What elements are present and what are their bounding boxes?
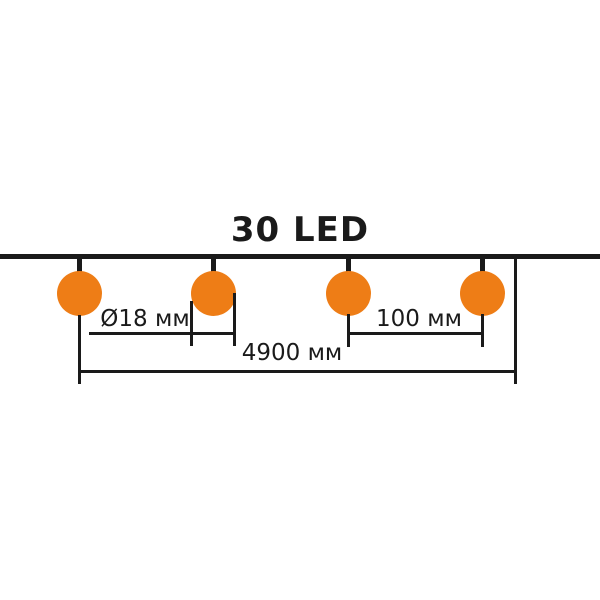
bulb-stem (345, 254, 351, 273)
led-bulb (325, 270, 371, 316)
led-bulb (56, 270, 102, 316)
total-length-extension-line-left (77, 315, 81, 384)
diagram-title: 30 LED (230, 210, 370, 250)
diameter-extension-line-right (233, 293, 236, 346)
spacing-extension-line-left (346, 314, 350, 347)
bulb-stem (76, 254, 82, 273)
spacing-dimension-line (346, 332, 484, 335)
diameter-dimension-label: Ø18 мм (100, 306, 190, 332)
bulb-stem (211, 254, 216, 273)
led-bulb (191, 270, 236, 316)
total-length-extension-line-right (514, 256, 517, 384)
led-bulb (459, 270, 505, 316)
spacing-dimension-label: 100 мм (376, 306, 462, 332)
diameter-extension-line-left (190, 301, 193, 346)
diameter-dimension-line (89, 332, 236, 335)
spacing-extension-line-right (480, 314, 484, 347)
string-wire (0, 254, 600, 259)
total-length-dimension-line (78, 370, 517, 373)
bulb-stem (479, 254, 485, 273)
total-length-dimension-label: 4900 мм (241, 340, 343, 366)
